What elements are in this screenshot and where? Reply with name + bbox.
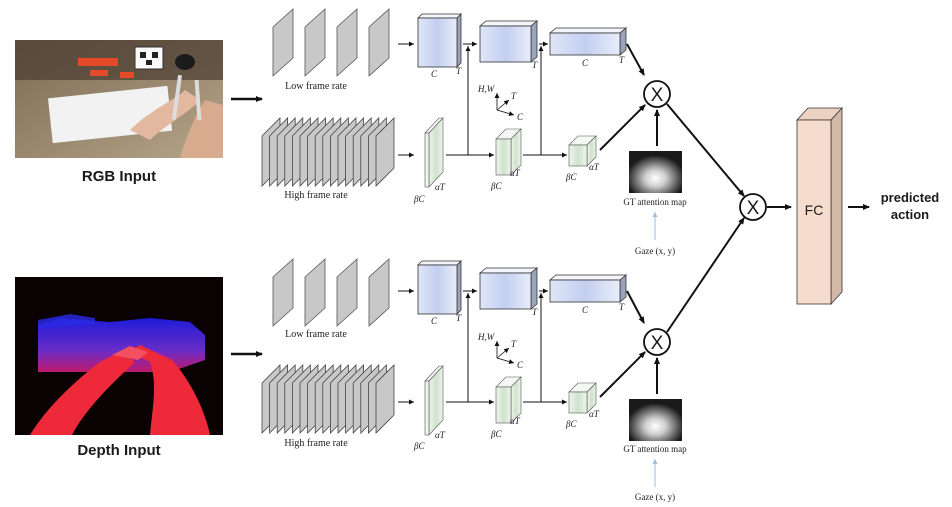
low-frame-rate-frames bbox=[272, 258, 390, 327]
dim-t-label: T bbox=[532, 60, 538, 70]
depth-input-label: Depth Input bbox=[77, 442, 160, 459]
fast-block-2 bbox=[495, 376, 522, 424]
dim-c-label: C bbox=[431, 316, 438, 326]
axis-indicator: H,W T C bbox=[477, 332, 524, 370]
slow-block-3 bbox=[548, 27, 628, 56]
high-frame-rate-frames bbox=[261, 364, 395, 434]
depth-to-fusion-arrow bbox=[666, 217, 745, 333]
slow-block-1 bbox=[417, 260, 462, 315]
multiply-symbol: X bbox=[651, 85, 664, 106]
dim-t-label: T bbox=[456, 66, 462, 76]
multiply-symbol: X bbox=[651, 333, 664, 354]
depth-slowfast-stream: Low frame rate High frame rate C T T C T bbox=[261, 258, 687, 502]
dim-betac-label: βC bbox=[490, 181, 502, 191]
rgb-slowfast-stream: Low frame rate High frame rate C T T C T bbox=[261, 8, 687, 256]
slow-block-1 bbox=[417, 13, 462, 68]
multiply-node: X bbox=[643, 328, 671, 356]
multiply-node: X bbox=[643, 80, 671, 108]
depth-input-image bbox=[15, 277, 223, 435]
slow-block-2 bbox=[478, 267, 539, 310]
predicted-action-label-line2: action bbox=[891, 207, 929, 222]
multiply-symbol: X bbox=[747, 198, 760, 219]
slow-to-multiply-arrow bbox=[626, 43, 645, 76]
fusion-multiply-node: X bbox=[739, 193, 767, 221]
rgb-input-image bbox=[15, 40, 223, 158]
axis-hw-label: H,W bbox=[477, 332, 496, 342]
dim-alphat-label: αT bbox=[435, 430, 446, 440]
slow-to-multiply-arrow bbox=[626, 290, 645, 324]
fc-layer bbox=[796, 106, 843, 306]
fast-block-2 bbox=[495, 128, 522, 176]
high-frame bbox=[375, 117, 395, 187]
axis-t-label: T bbox=[511, 339, 517, 349]
dim-t-label: T bbox=[619, 302, 625, 312]
rgb-input-label: RGB Input bbox=[82, 168, 156, 185]
axis-c-label: C bbox=[517, 112, 524, 122]
high-frame-rate-label: High frame rate bbox=[284, 438, 348, 449]
gaze-label: Gaze (x, y) bbox=[635, 246, 675, 256]
slow-block-2 bbox=[478, 20, 539, 63]
dim-betac-label: βC bbox=[413, 194, 425, 204]
dim-alphat-label: αT bbox=[510, 416, 521, 426]
gt-attention-map bbox=[629, 151, 682, 193]
dim-c-label: C bbox=[431, 69, 438, 79]
high-frame-rate-frames bbox=[261, 117, 395, 187]
fc-label: FC bbox=[805, 202, 824, 218]
gaze-label: Gaze (x, y) bbox=[635, 492, 675, 502]
axis-indicator: H,W T C bbox=[477, 84, 524, 122]
dim-t-label: T bbox=[619, 55, 625, 65]
gt-attention-map-label: GT attention map bbox=[623, 444, 687, 454]
dim-c-label: C bbox=[582, 58, 589, 68]
gt-attention-map bbox=[629, 399, 682, 441]
dim-alphat-label: αT bbox=[510, 168, 521, 178]
fast-to-multiply-arrow bbox=[599, 351, 646, 398]
dim-betac-label: βC bbox=[413, 441, 425, 451]
fast-block-1 bbox=[424, 365, 444, 436]
axis-hw-label: H,W bbox=[477, 84, 496, 94]
low-frame-rate-label: Low frame rate bbox=[285, 81, 347, 92]
dim-betac-label: βC bbox=[490, 429, 502, 439]
dim-alphat-label: αT bbox=[589, 409, 600, 419]
dim-betac-label: βC bbox=[565, 419, 577, 429]
low-frame-rate-label: Low frame rate bbox=[285, 329, 347, 340]
dim-t-label: T bbox=[456, 313, 462, 323]
fast-block-1 bbox=[424, 117, 444, 188]
dim-t-label: T bbox=[532, 307, 538, 317]
fast-block-3 bbox=[568, 382, 597, 414]
rgb-to-fusion-arrow bbox=[666, 103, 745, 197]
gt-attention-map-label: GT attention map bbox=[623, 197, 687, 207]
axis-c-label: C bbox=[517, 360, 524, 370]
low-frame-rate-frames bbox=[272, 8, 390, 77]
predicted-action-label-line1: predicted bbox=[881, 190, 940, 205]
dim-betac-label: βC bbox=[565, 172, 577, 182]
dim-c-label: C bbox=[582, 305, 589, 315]
axis-t-label: T bbox=[511, 91, 517, 101]
high-frame-rate-label: High frame rate bbox=[284, 190, 348, 201]
dim-alphat-label: αT bbox=[435, 182, 446, 192]
dim-alphat-label: αT bbox=[589, 162, 600, 172]
fast-block-3 bbox=[568, 135, 597, 167]
fast-to-multiply-arrow bbox=[599, 104, 646, 151]
high-frame bbox=[375, 364, 395, 434]
slow-block-3 bbox=[548, 274, 628, 303]
